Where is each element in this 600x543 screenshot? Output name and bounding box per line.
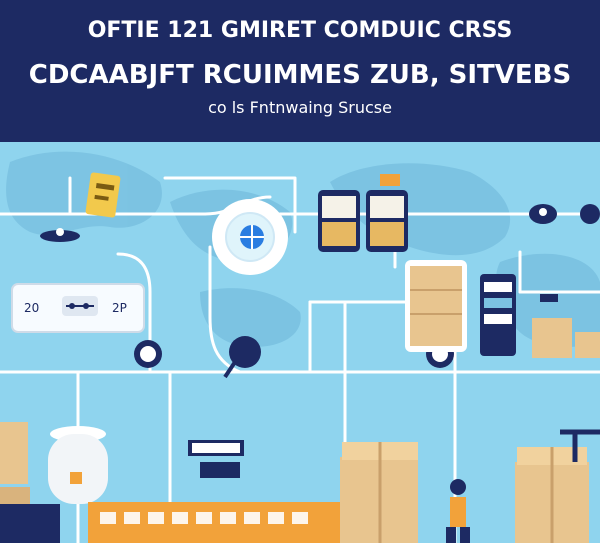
panel-left-value: 20 — [24, 301, 39, 315]
scene-illustration: 20 2P — [0, 142, 600, 543]
subtitle: co ls Fntnwaing Srucse — [208, 98, 392, 117]
bottom-logistics — [0, 422, 600, 543]
header-banner: OFTIE 121 GMIRET COMDUIC CRSS CDCAABJFT … — [0, 0, 600, 142]
title-line-2: CDCAABJFT RCUIMMES ZUB, SITVEBS — [28, 60, 572, 90]
document-note — [85, 172, 121, 218]
drones-right — [529, 204, 600, 224]
logistics-scene: 20 2P — [0, 142, 600, 543]
title-line-1: OFTIE 121 GMIRET COMDUIC CRSS — [87, 18, 513, 43]
panel-right-value: 2P — [112, 301, 127, 315]
drone-left — [40, 228, 80, 242]
control-panel: 20 2P — [11, 283, 145, 333]
globe-node — [212, 199, 288, 275]
warehouse-racks — [405, 260, 600, 358]
monitor-cluster — [318, 174, 408, 252]
